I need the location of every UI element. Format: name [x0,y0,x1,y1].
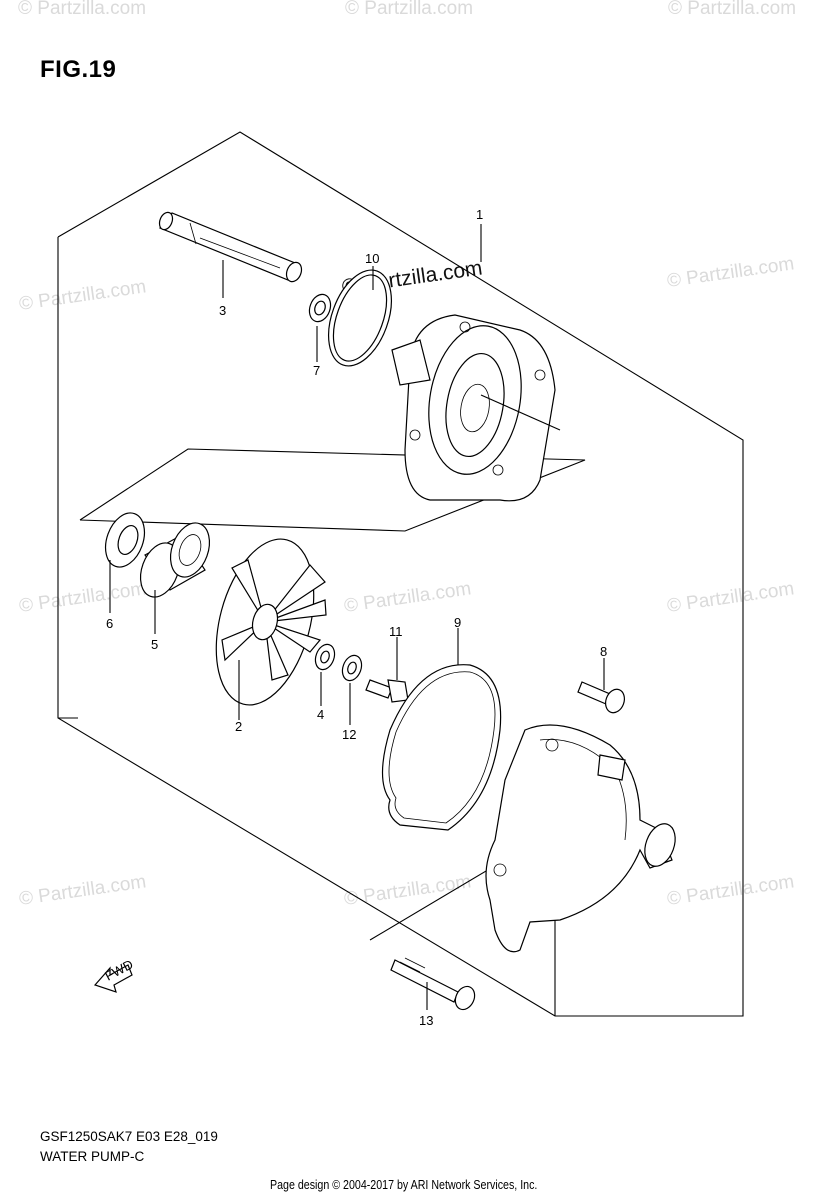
callouts: 1 2 3 4 5 6 7 8 9 10 11 12 13 [106,207,607,1028]
washer-part-12 [341,654,363,682]
watermark-text: © Partzilla.com [18,578,148,617]
washer-part [308,293,332,323]
fwd-arrow: FWD [93,957,136,993]
shaft-part [158,211,303,283]
mechanical-seal-part [139,522,211,598]
figure-title: FIG.19 [40,56,117,83]
seal-part [104,512,146,568]
pump-body-part [485,724,676,953]
callout-12: 12 [342,727,356,742]
washer-part-4 [314,643,336,671]
watermark-text: © Partzilla.com [18,871,148,910]
watermark-text: © Partzilla.com [668,0,796,19]
watermark-text: © Partzilla.com [666,253,796,292]
watermark-text: © Partzilla.com [18,0,146,19]
watermark-text: © Partzilla.com [345,0,473,19]
callout-8: 8 [600,644,607,659]
screw-part-8 [577,681,626,714]
callout-7: 7 [313,363,320,378]
callout-11: 11 [389,624,403,639]
callout-13: 13 [419,1013,433,1028]
callout-10: 10 [365,251,379,266]
model-code: GSF1250SAK7 E03 E28_019 [40,1129,218,1144]
o-ring-part [328,269,392,367]
watermark-text: © Partzilla.com [343,578,473,617]
callout-1: 1 [476,207,483,222]
long-bolt-part [390,957,476,1011]
impeller-part [215,538,327,706]
pump-cover-part [391,314,556,502]
bolt-part-11 [365,679,409,703]
watermark-text: © Partzilla.com [666,871,796,910]
callout-2: 2 [235,719,242,734]
watermark-text: © Partzilla.com [18,276,148,315]
callout-5: 5 [151,637,158,652]
callout-6: 6 [106,616,113,631]
callout-9: 9 [454,615,461,630]
diagram-name: WATER PUMP-C [40,1149,145,1164]
callout-3: 3 [219,303,226,318]
watermark-text: © Partzilla.com [666,578,796,617]
callout-4: 4 [317,707,324,722]
footer-credit: Page design © 2004-2017 by ARI Network S… [270,1177,538,1192]
gasket-part [381,664,502,831]
leader-lines [109,224,605,1010]
